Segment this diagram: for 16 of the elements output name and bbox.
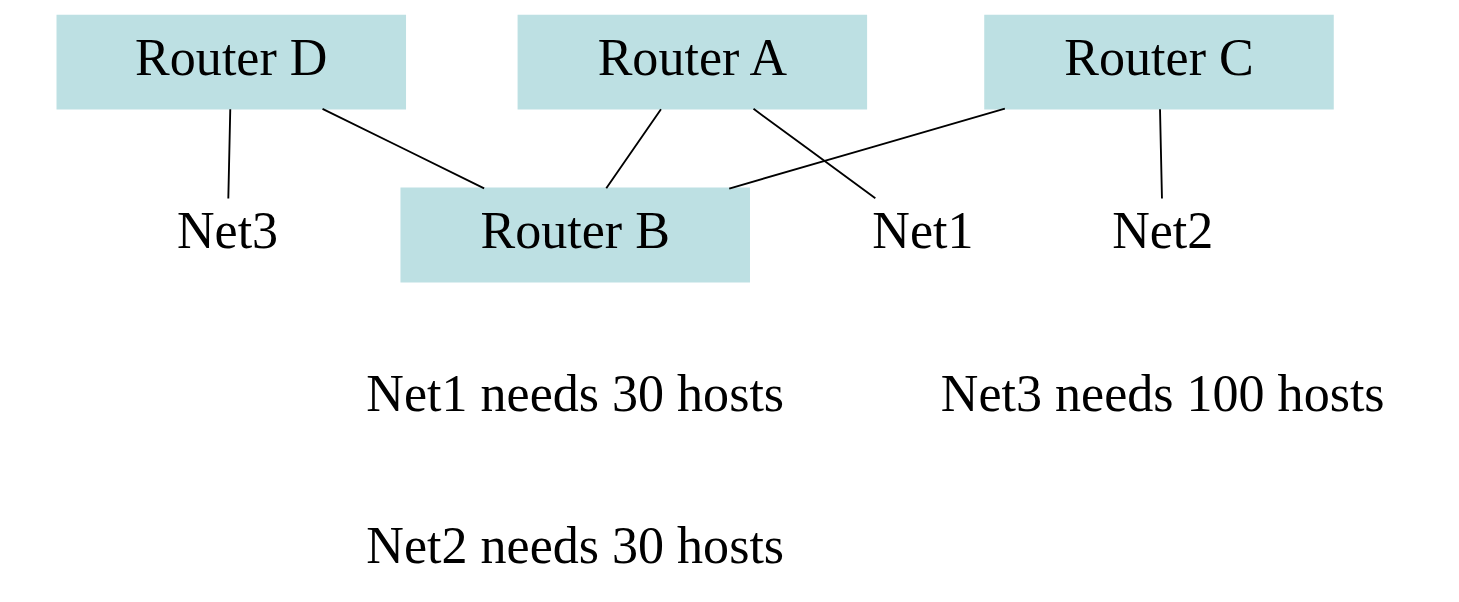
node-text: Net2 xyxy=(1111,201,1213,259)
node-text: Net1 xyxy=(871,201,973,259)
connector xyxy=(604,108,662,190)
connector xyxy=(1158,108,1163,200)
node-box: Router D xyxy=(56,14,406,110)
node-box: Router B xyxy=(399,187,750,283)
label: Net1 needs 30 hosts xyxy=(365,364,784,422)
node-box: Router A xyxy=(517,14,867,110)
connector xyxy=(226,108,231,200)
connector xyxy=(752,107,876,200)
label: Net2 needs 30 hosts xyxy=(365,516,784,574)
connector xyxy=(321,107,485,190)
node-text: Net3 xyxy=(176,201,278,259)
node-box: Router C xyxy=(983,14,1334,110)
connector xyxy=(727,107,1006,190)
label: Net3 needs 100 hosts xyxy=(940,364,1385,422)
